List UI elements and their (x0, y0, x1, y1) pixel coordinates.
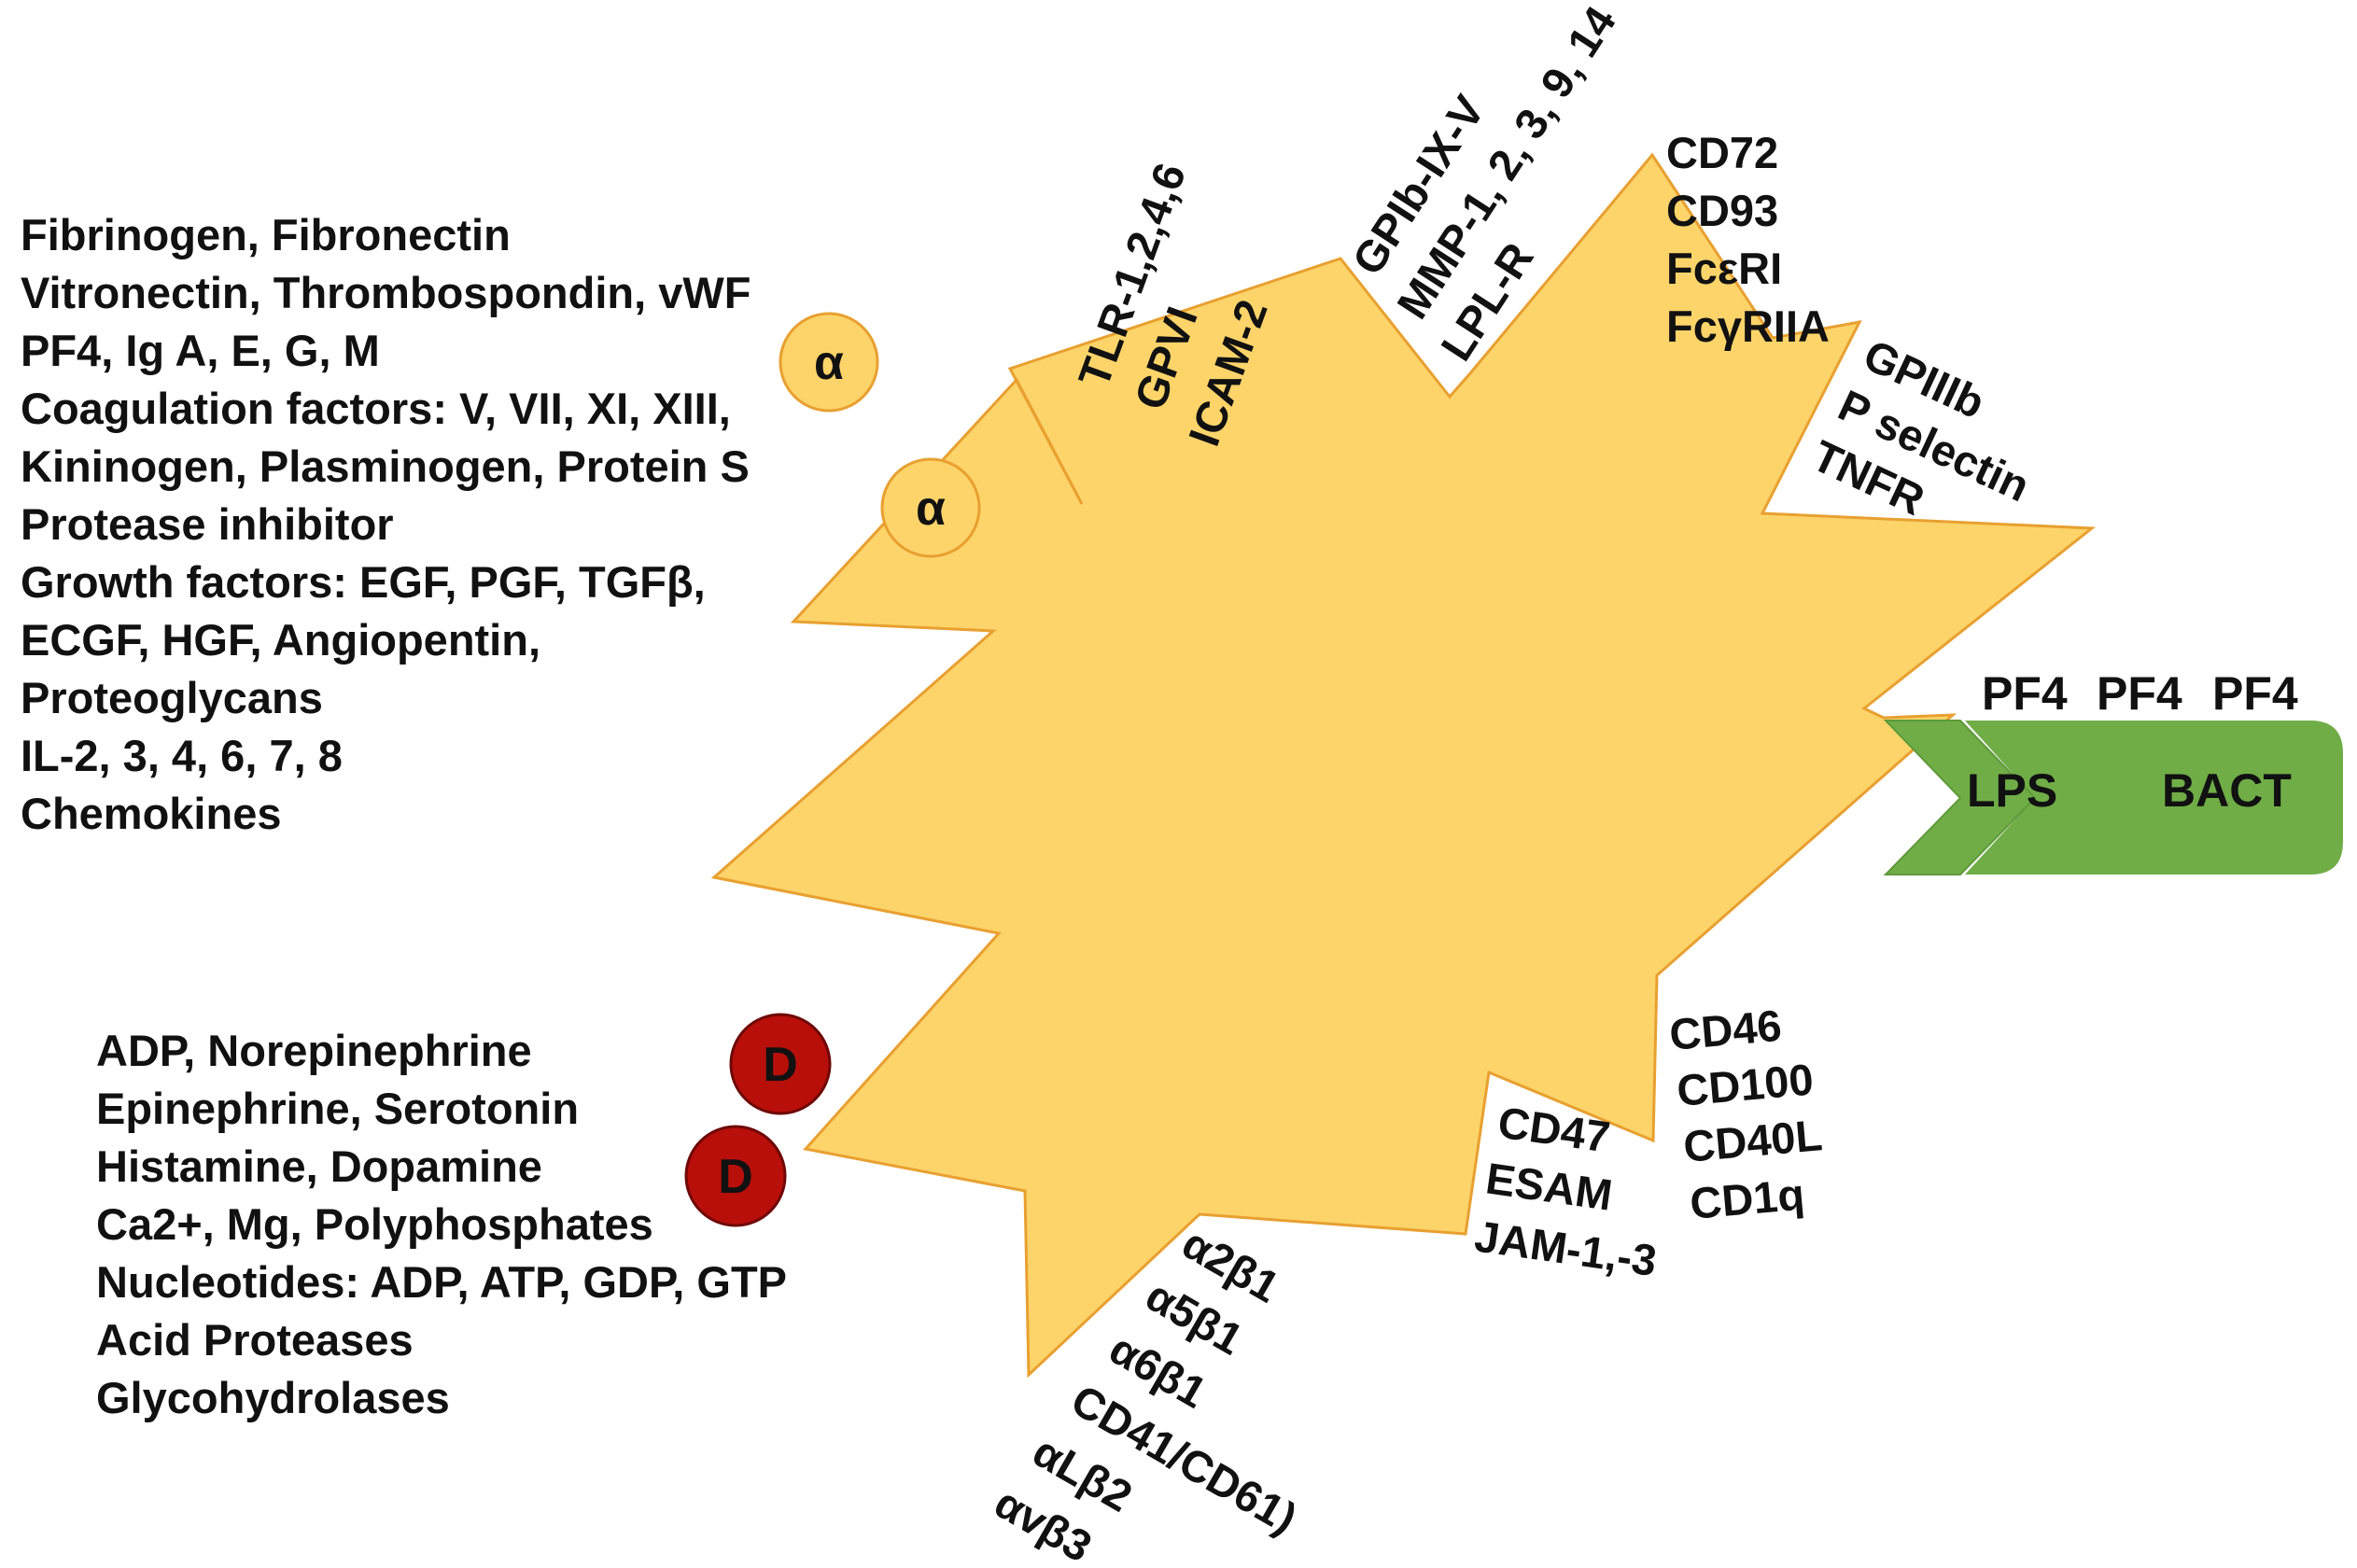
alpha-content-item: Proteoglycans (21, 673, 323, 722)
alpha-content-item: ECGF, HGF, Angiopentin, (21, 615, 540, 665)
dense-granule-2: D (684, 1125, 787, 1227)
alpha-granule-1: α (779, 312, 879, 413)
dense-granule-label: D (763, 1038, 798, 1092)
dense-content-item: Nucleotides: ADP, ATP, GDP, GTP (96, 1257, 787, 1307)
dense-content-item: Glycohydrolases (96, 1373, 450, 1422)
alpha-content-item: Coagulation factors: V, VII, XI, XIII, (21, 384, 731, 433)
dense-content-item: Epinephrine, Serotonin (96, 1084, 579, 1133)
alpha-content-item: Chemokines (21, 789, 281, 838)
bacterium: PF4 PF4 PF4 LPS BACT (1883, 667, 2343, 875)
receptor-label: CD93 (1666, 186, 1778, 235)
dense-content-item: Histamine, Dopamine (96, 1141, 542, 1191)
bact-label: BACT (2162, 764, 2292, 817)
alpha-content-item: Fibrinogen, Fibronectin (21, 210, 511, 259)
alpha-content-item: IL-2, 3, 4, 6, 7, 8 (21, 731, 343, 780)
receptor-label: JAM-1,-3 (1472, 1211, 1660, 1285)
lps-layer (1883, 720, 2037, 875)
alpha-granule-label: α (916, 482, 946, 536)
alpha-granule-2: α (880, 457, 981, 558)
dense-granule-label: D (718, 1150, 753, 1204)
alpha-granule-label: α (814, 336, 844, 390)
receptor-label: CD72 (1666, 128, 1778, 177)
alpha-content-item: PF4, Ig A, E, G, M (21, 326, 380, 375)
pf4-label: PF4 (1982, 667, 2068, 720)
receptor-group-cd72: CD72 CD93 FcεRI FcγRIIA (1666, 128, 1830, 351)
pf4-label: PF4 (2212, 667, 2298, 720)
receptor-label: ESAM (1483, 1153, 1616, 1219)
alpha-content-item: Vitronectin, Thrombospondin, vWF (21, 268, 751, 317)
alpha-content-item: Kininogen, Plasminogen, Protein S (21, 441, 750, 491)
receptor-label: CD100 (1675, 1054, 1815, 1115)
dense-content-item: ADP, Norepinephrine (96, 1026, 532, 1075)
receptor-label: CD46 (1667, 1001, 1783, 1059)
alpha-granule-contents: Fibrinogen, Fibronectin Vitronectin, Thr… (21, 210, 751, 838)
bacterium-body (1965, 721, 2343, 875)
receptor-label: CD40L (1681, 1110, 1824, 1171)
receptor-label: CD1q (1688, 1169, 1806, 1227)
dense-content-item: Acid Proteases (96, 1315, 414, 1365)
pf4-label: PF4 (2097, 667, 2182, 720)
lps-label: LPS (1967, 764, 2057, 817)
dense-content-item: Ca2+, Mg, Polyphosphates (96, 1199, 653, 1249)
platelet-body (710, 152, 2097, 1379)
dense-granule-1: D (729, 1013, 832, 1115)
receptor-label: FcγRIIA (1666, 301, 1830, 351)
receptor-label: FcεRI (1666, 244, 1782, 293)
alpha-content-item: Growth factors: EGF, PGF, TGFβ, (21, 557, 706, 607)
alpha-content-item: Protease inhibitor (21, 499, 394, 549)
receptor-group-cd46: CD46 CD100 CD40L CD1q (1667, 1001, 1824, 1228)
dense-granule-contents: ADP, Norepinephrine Epinephrine, Seroton… (96, 1026, 787, 1422)
